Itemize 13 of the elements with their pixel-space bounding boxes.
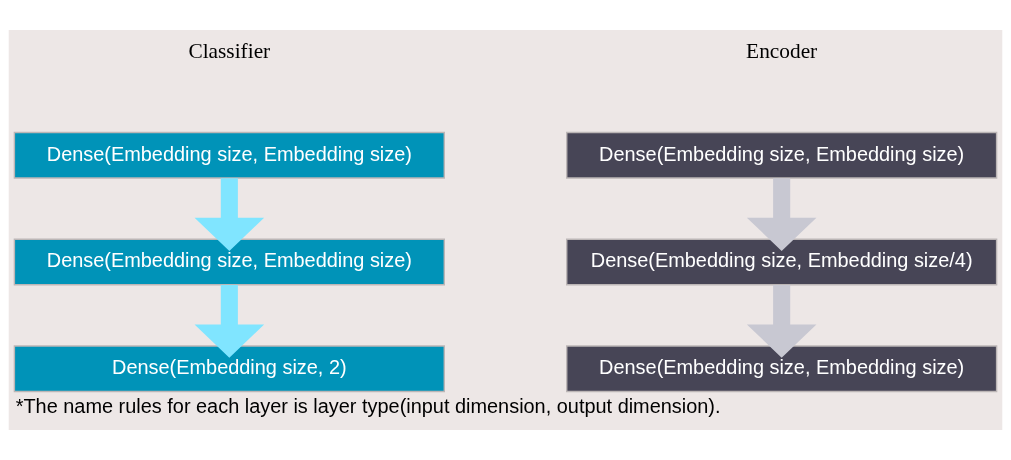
node-box: Dense(Embedding size, 2) bbox=[13, 345, 445, 393]
caption: *The name rules for each layer is layer type(input dimension, output dimension). bbox=[15, 395, 721, 418]
label: Classifier bbox=[188, 39, 271, 64]
node-box: Dense(Embedding size, Embedding size) bbox=[566, 131, 998, 179]
node-box: Dense(Embedding size, Embedding size) bbox=[566, 345, 998, 393]
arrow bbox=[746, 285, 817, 358]
arrow bbox=[194, 178, 265, 251]
node-box: Dense(Embedding size, Embedding size) bbox=[13, 238, 445, 286]
label: Encoder bbox=[746, 39, 818, 64]
arrow bbox=[746, 178, 817, 251]
arrow bbox=[194, 285, 265, 358]
node-box: Dense(Embedding size, Embedding size) bbox=[13, 131, 445, 179]
node-box: Dense(Embedding size, Embedding size/4) bbox=[566, 238, 998, 286]
